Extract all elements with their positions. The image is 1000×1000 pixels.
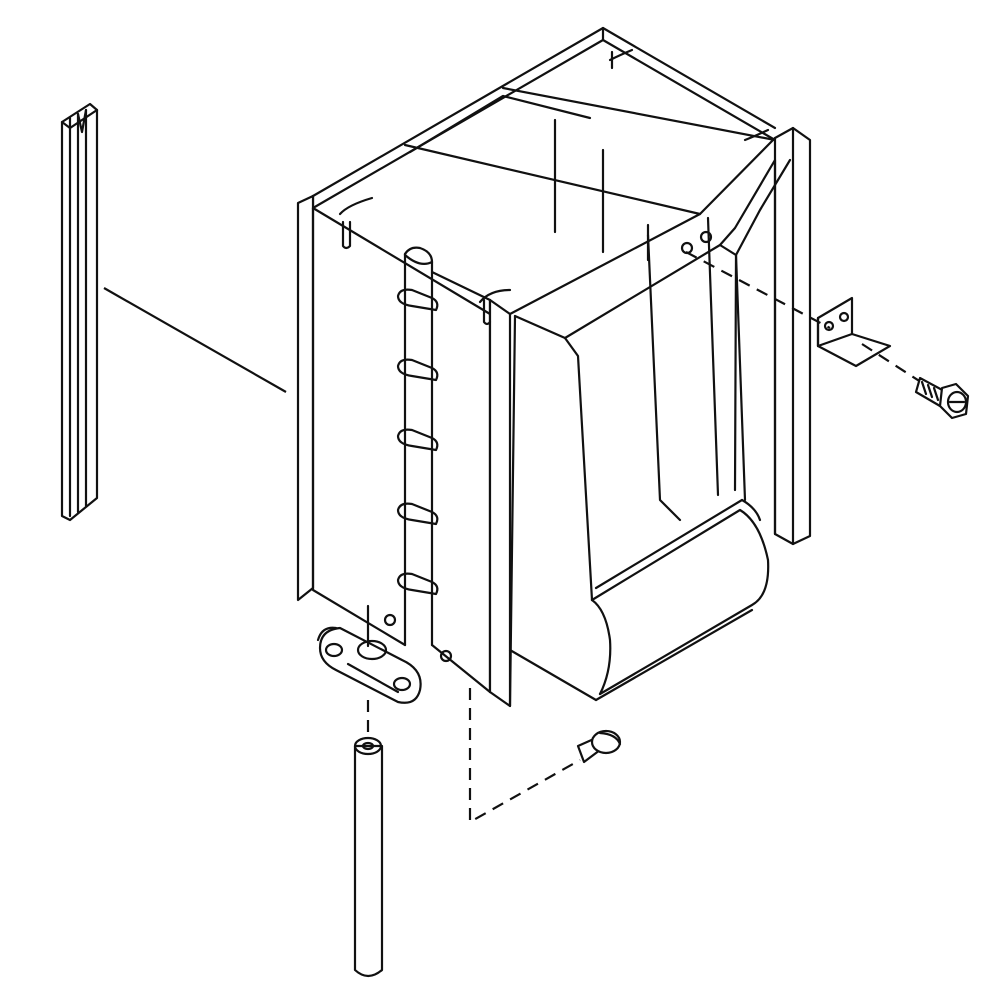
hinge-bracket-icon	[316, 604, 422, 704]
hex-screw-icon	[914, 376, 970, 420]
angle-bracket-icon	[816, 296, 892, 368]
gasket-leader-line	[103, 287, 287, 393]
gasket-strip-icon	[60, 102, 99, 522]
bracket-leader-line	[685, 251, 925, 385]
screw-leader-line	[468, 688, 581, 824]
screw-icon	[576, 729, 622, 764]
pin-icon	[353, 736, 384, 978]
air-conditioner-cabinet-icon	[296, 26, 812, 708]
